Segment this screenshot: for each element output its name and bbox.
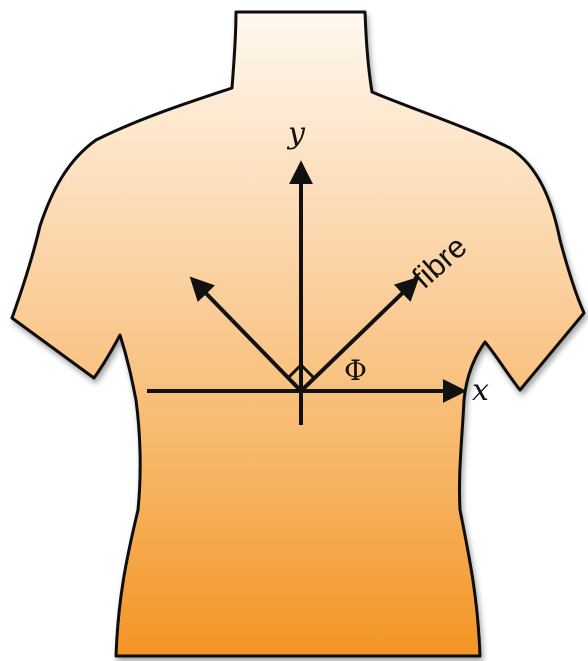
y-axis-label: y xyxy=(286,116,306,151)
torso-silhouette xyxy=(12,12,584,656)
angle-label: Φ xyxy=(344,354,367,387)
x-axis-label: x xyxy=(472,373,489,408)
